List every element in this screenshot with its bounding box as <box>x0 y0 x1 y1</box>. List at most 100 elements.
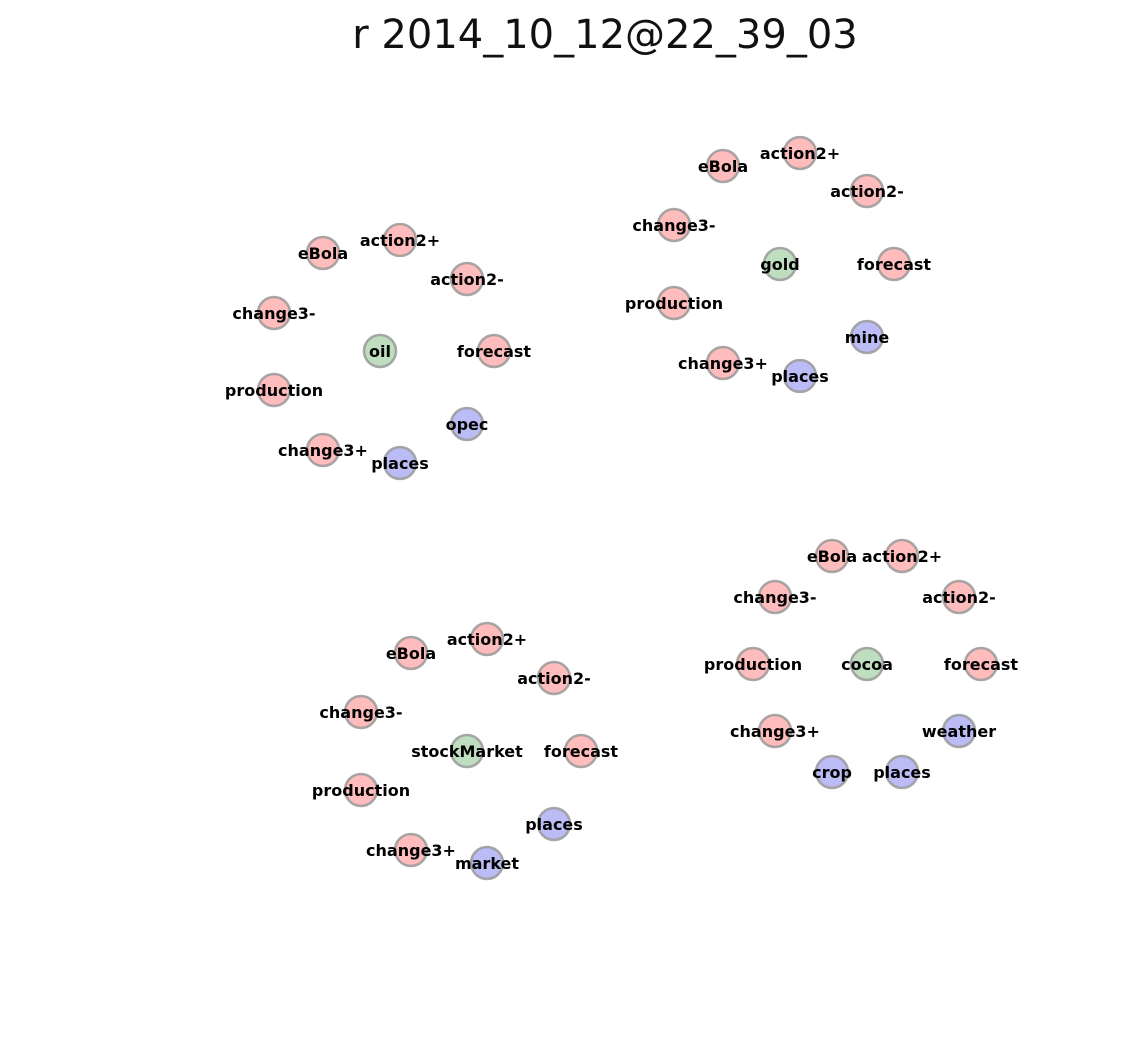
node-circle <box>963 646 999 682</box>
node-label: forecast <box>944 655 1019 674</box>
node-label: production <box>225 381 323 400</box>
node-circle <box>393 635 429 671</box>
node-action2-concept: action2+ <box>862 538 942 574</box>
node-circle <box>449 733 485 769</box>
node-stockMarket-center: stockMarket <box>411 733 523 769</box>
node-label: eBola <box>698 157 748 176</box>
node-label: weather <box>922 722 996 741</box>
node-circle <box>814 538 850 574</box>
node-circle <box>884 754 920 790</box>
node-label: crop <box>812 763 852 782</box>
node-label: action2- <box>517 669 591 688</box>
node-label: eBola <box>298 244 348 263</box>
node-change3-concept: change3- <box>319 694 403 730</box>
node-label: forecast <box>457 342 532 361</box>
node-label: places <box>771 367 829 386</box>
node-circle <box>393 832 429 868</box>
node-mine-entity: mine <box>845 319 890 355</box>
node-circle <box>449 261 485 297</box>
node-change3-concept: change3- <box>632 207 716 243</box>
node-label: change3+ <box>366 841 456 860</box>
node-label: action2- <box>922 588 996 607</box>
node-action2-concept: action2- <box>830 173 904 209</box>
node-circle <box>449 406 485 442</box>
node-change3-concept: change3- <box>733 579 817 615</box>
node-circle <box>469 845 505 881</box>
node-label: action2+ <box>360 231 440 250</box>
node-label: eBola <box>807 547 857 566</box>
node-label: oil <box>369 342 391 361</box>
node-label: stockMarket <box>411 742 523 761</box>
node-circle <box>382 445 418 481</box>
node-circle <box>849 173 885 209</box>
node-circle <box>382 222 418 258</box>
node-circle <box>343 772 379 808</box>
node-action2-concept: action2- <box>922 579 996 615</box>
node-label: action2+ <box>862 547 942 566</box>
node-label: change3+ <box>278 441 368 460</box>
node-eBola-concept: eBola <box>807 538 857 574</box>
node-circle <box>762 246 798 282</box>
node-eBola-concept: eBola <box>386 635 436 671</box>
node-oil-center: oil <box>362 333 398 369</box>
node-label: change3- <box>733 588 816 607</box>
node-production-concept: production <box>704 646 802 682</box>
node-circle <box>849 319 885 355</box>
node-label: change3- <box>319 703 402 722</box>
node-change3-concept: change3- <box>232 295 316 331</box>
cluster-cocoa: eBola action2+ change3- action2- production c… <box>704 538 1019 790</box>
node-cocoa-center: cocoa <box>841 646 893 682</box>
node-forecast-concept: forecast <box>944 646 1019 682</box>
node-crop-entity: crop <box>812 754 852 790</box>
node-action2-concept: action2+ <box>360 222 440 258</box>
node-label: cocoa <box>841 655 893 674</box>
node-circle <box>536 806 572 842</box>
node-circle <box>656 285 692 321</box>
node-forecast-concept: forecast <box>857 246 932 282</box>
cluster-stockMarket: eBola action2+ action2- change3- stockMarket… <box>312 621 619 881</box>
node-circle <box>469 621 505 657</box>
node-circle <box>476 333 512 369</box>
node-label: places <box>873 763 931 782</box>
node-label: market <box>455 854 519 873</box>
node-label: places <box>371 454 429 473</box>
node-circle <box>941 713 977 749</box>
node-label: forecast <box>544 742 619 761</box>
node-label: production <box>312 781 410 800</box>
node-places-entity: places <box>371 445 429 481</box>
node-forecast-concept: forecast <box>544 733 619 769</box>
node-forecast-concept: forecast <box>457 333 532 369</box>
node-production-concept: production <box>312 772 410 808</box>
node-market-entity: market <box>455 845 519 881</box>
node-circle <box>656 207 692 243</box>
node-label: change3- <box>232 304 315 323</box>
node-change3-concept: change3+ <box>730 713 820 749</box>
node-circle <box>849 646 885 682</box>
node-label: action2- <box>830 182 904 201</box>
node-label: mine <box>845 328 890 347</box>
node-circle <box>814 754 850 790</box>
node-places-entity: places <box>873 754 931 790</box>
node-opec-entity: opec <box>446 406 489 442</box>
cluster-oil: eBola action2+ action2- change3- oil forecast… <box>225 222 532 481</box>
node-places-entity: places <box>525 806 583 842</box>
node-circle <box>343 694 379 730</box>
node-circle <box>305 235 341 271</box>
node-eBola-concept: eBola <box>298 235 348 271</box>
node-action2-concept: action2- <box>430 261 504 297</box>
node-circle <box>705 148 741 184</box>
node-change3-concept: change3+ <box>366 832 456 868</box>
node-circle <box>705 345 741 381</box>
node-circle <box>256 372 292 408</box>
node-circle <box>757 579 793 615</box>
node-label: eBola <box>386 644 436 663</box>
node-gold-center: gold <box>760 246 800 282</box>
node-label: production <box>625 294 723 313</box>
node-places-entity: places <box>771 358 829 394</box>
node-label: opec <box>446 415 489 434</box>
node-label: action2- <box>430 270 504 289</box>
node-label: forecast <box>857 255 932 274</box>
node-production-concept: production <box>225 372 323 408</box>
node-label: action2+ <box>447 630 527 649</box>
